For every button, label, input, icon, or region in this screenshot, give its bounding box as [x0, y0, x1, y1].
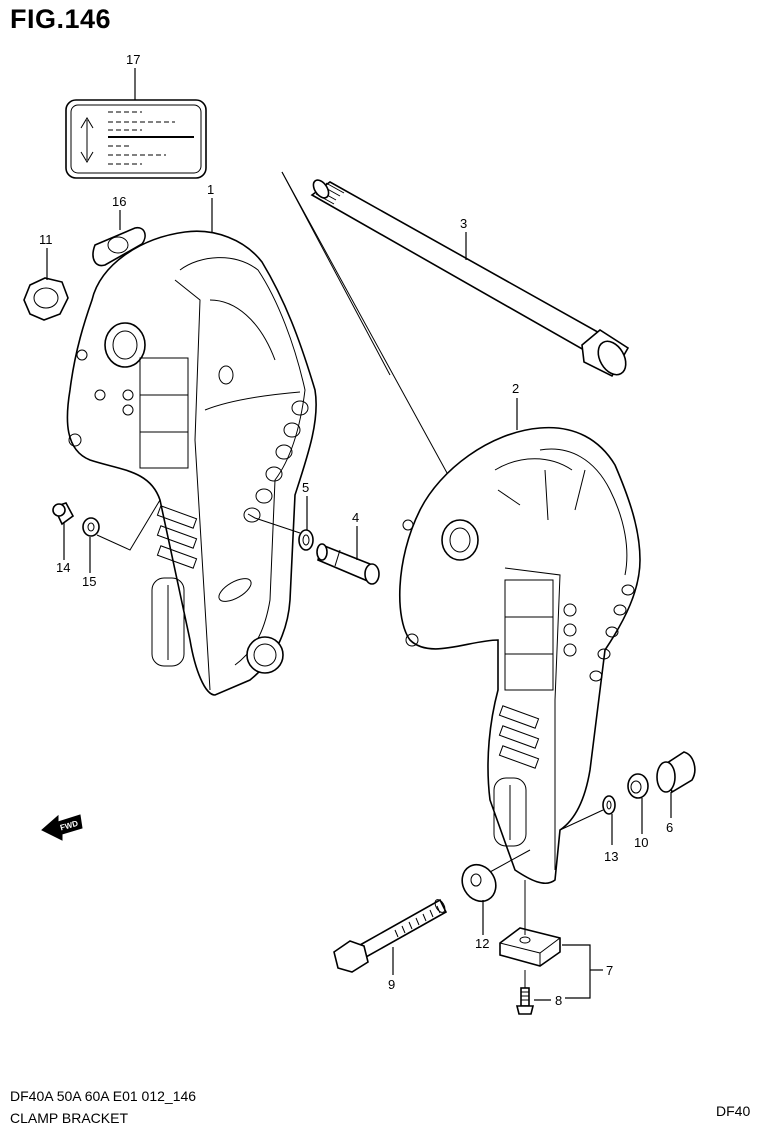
- plate-part-16: [92, 226, 146, 267]
- callout-11: 11: [39, 232, 53, 247]
- bushing-part-14: [52, 502, 75, 526]
- washer-part-12: [461, 863, 497, 903]
- callout-8: 8: [555, 993, 562, 1008]
- callout-14: 14: [56, 560, 70, 575]
- clamp-bracket-part-1: [66, 230, 317, 696]
- callout-10: 10: [634, 835, 648, 850]
- washer-part-13: [602, 795, 616, 815]
- callout-4: 4: [352, 510, 359, 525]
- nut-part-10: [627, 773, 649, 799]
- footer-model-line: DF40A 50A 60A E01 012_146: [10, 1088, 197, 1104]
- washer-part-15: [82, 517, 100, 537]
- label-plate-part-17: [65, 99, 207, 179]
- callout-5: 5: [302, 480, 309, 495]
- callout-17: 17: [126, 52, 140, 67]
- model-code: DF40: [716, 1103, 751, 1119]
- nut-part-11: [23, 277, 69, 321]
- callout-1: 1: [207, 182, 214, 197]
- callout-13: 13: [604, 849, 618, 864]
- footer-part-name: CLAMP BRACKET: [10, 1110, 128, 1126]
- block-part-7: [499, 927, 561, 967]
- callout-16: 16: [112, 194, 126, 209]
- callout-15: 15: [82, 574, 96, 589]
- bolt-part-9: [333, 898, 448, 973]
- long-bolt-part-3: [310, 179, 630, 378]
- washer-part-5: [298, 529, 314, 551]
- screw-part-8: [515, 987, 535, 1015]
- clamp-bracket-part-2: [398, 426, 641, 885]
- callout-3: 3: [460, 216, 467, 231]
- pin-part-4: [316, 543, 380, 585]
- forward-arrow-icon: FWD: [41, 814, 83, 841]
- callout-9: 9: [388, 977, 395, 992]
- callout-2: 2: [512, 381, 519, 396]
- callout-7: 7: [606, 963, 613, 978]
- cap-part-6: [656, 751, 696, 794]
- callout-6: 6: [666, 820, 673, 835]
- figure-title: FIG.146: [10, 4, 112, 34]
- callout-12: 12: [475, 936, 489, 951]
